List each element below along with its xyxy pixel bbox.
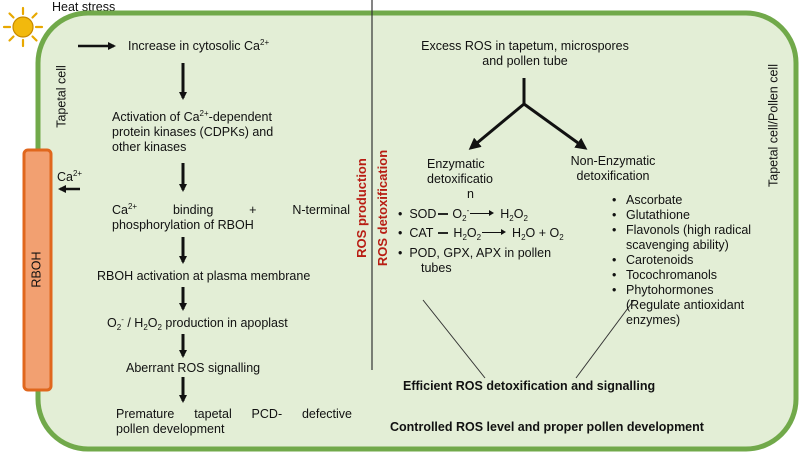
rboh-box [22, 148, 53, 392]
sod-reaction-arrow [470, 210, 495, 216]
non-enzymatic-list: AscorbateGlutathioneFlavonols (high radi… [612, 193, 751, 328]
fork-arrow-left [468, 102, 525, 150]
ros-detoxification-label: ROS detoxification [375, 149, 390, 267]
non-enzymatic-item: Glutathione [612, 208, 751, 223]
converge-line-right [575, 299, 635, 379]
non-enzymatic-item: Flavonols (high radical [612, 223, 751, 238]
step-increase-cytosolic-ca: Increase in cytosolic Ca2+ [128, 38, 270, 54]
controlled-ros-label: Controlled ROS level and proper pollen d… [390, 420, 704, 434]
non-enzymatic-item: Tocochromanols [612, 268, 751, 283]
efficient-detox-label: Efficient ROS detoxification and signall… [403, 379, 656, 393]
converge-line-left [422, 299, 486, 379]
step-ca-binding-phosphorylation: Ca2+ binding + N-terminal phosphorylatio… [112, 202, 350, 233]
tapetal-pollen-cell-label: Tapetal cell/Pollen cell [766, 64, 781, 187]
tapetal-cell-label: Tapetal cell [54, 65, 69, 128]
non-enzymatic-item: Carotenoids [612, 253, 751, 268]
non-enzymatic-item: enzymes) [626, 313, 681, 327]
non-enzymatic-detox-heading: Non-Enzymatic detoxification [570, 154, 656, 183]
excess-ros-label: Excess ROS in tapetum, microspores and p… [421, 39, 629, 68]
step-premature-tapetal-pcd: Premature tapetal PCD- defective pollen … [116, 407, 352, 436]
ros-production-label: ROS production [354, 158, 369, 258]
step-activation-cdpks: Activation of Ca2+-dependent protein kin… [112, 109, 274, 155]
non-enzymatic-item: (Regulate antioxidant [626, 298, 745, 312]
ca-influx-label: Ca2+ [57, 169, 83, 185]
step-rboh-activation: RBOH activation at plasma membrane [97, 269, 311, 283]
non-enzymatic-item: scavenging ability) [626, 238, 729, 252]
enzymatic-item-pod-gpx-apx: • POD, GPX, APX in pollen tubes [398, 246, 552, 275]
fork-arrow-right [523, 102, 588, 150]
non-enzymatic-item: Ascorbate [612, 193, 751, 208]
sun-icon [2, 6, 44, 48]
rboh-label: RBOH [29, 251, 44, 288]
step-aberrant-ros-signalling: Aberrant ROS signalling [126, 361, 261, 375]
enzymatic-detox-heading: Enzymatic detoxificatio n [427, 157, 494, 201]
step-o2-h2o2-production: O2- / H2O2 production in apoplast [107, 315, 288, 332]
cat-reaction-arrow [482, 229, 507, 235]
non-enzymatic-item: Phytohormones [612, 283, 751, 298]
